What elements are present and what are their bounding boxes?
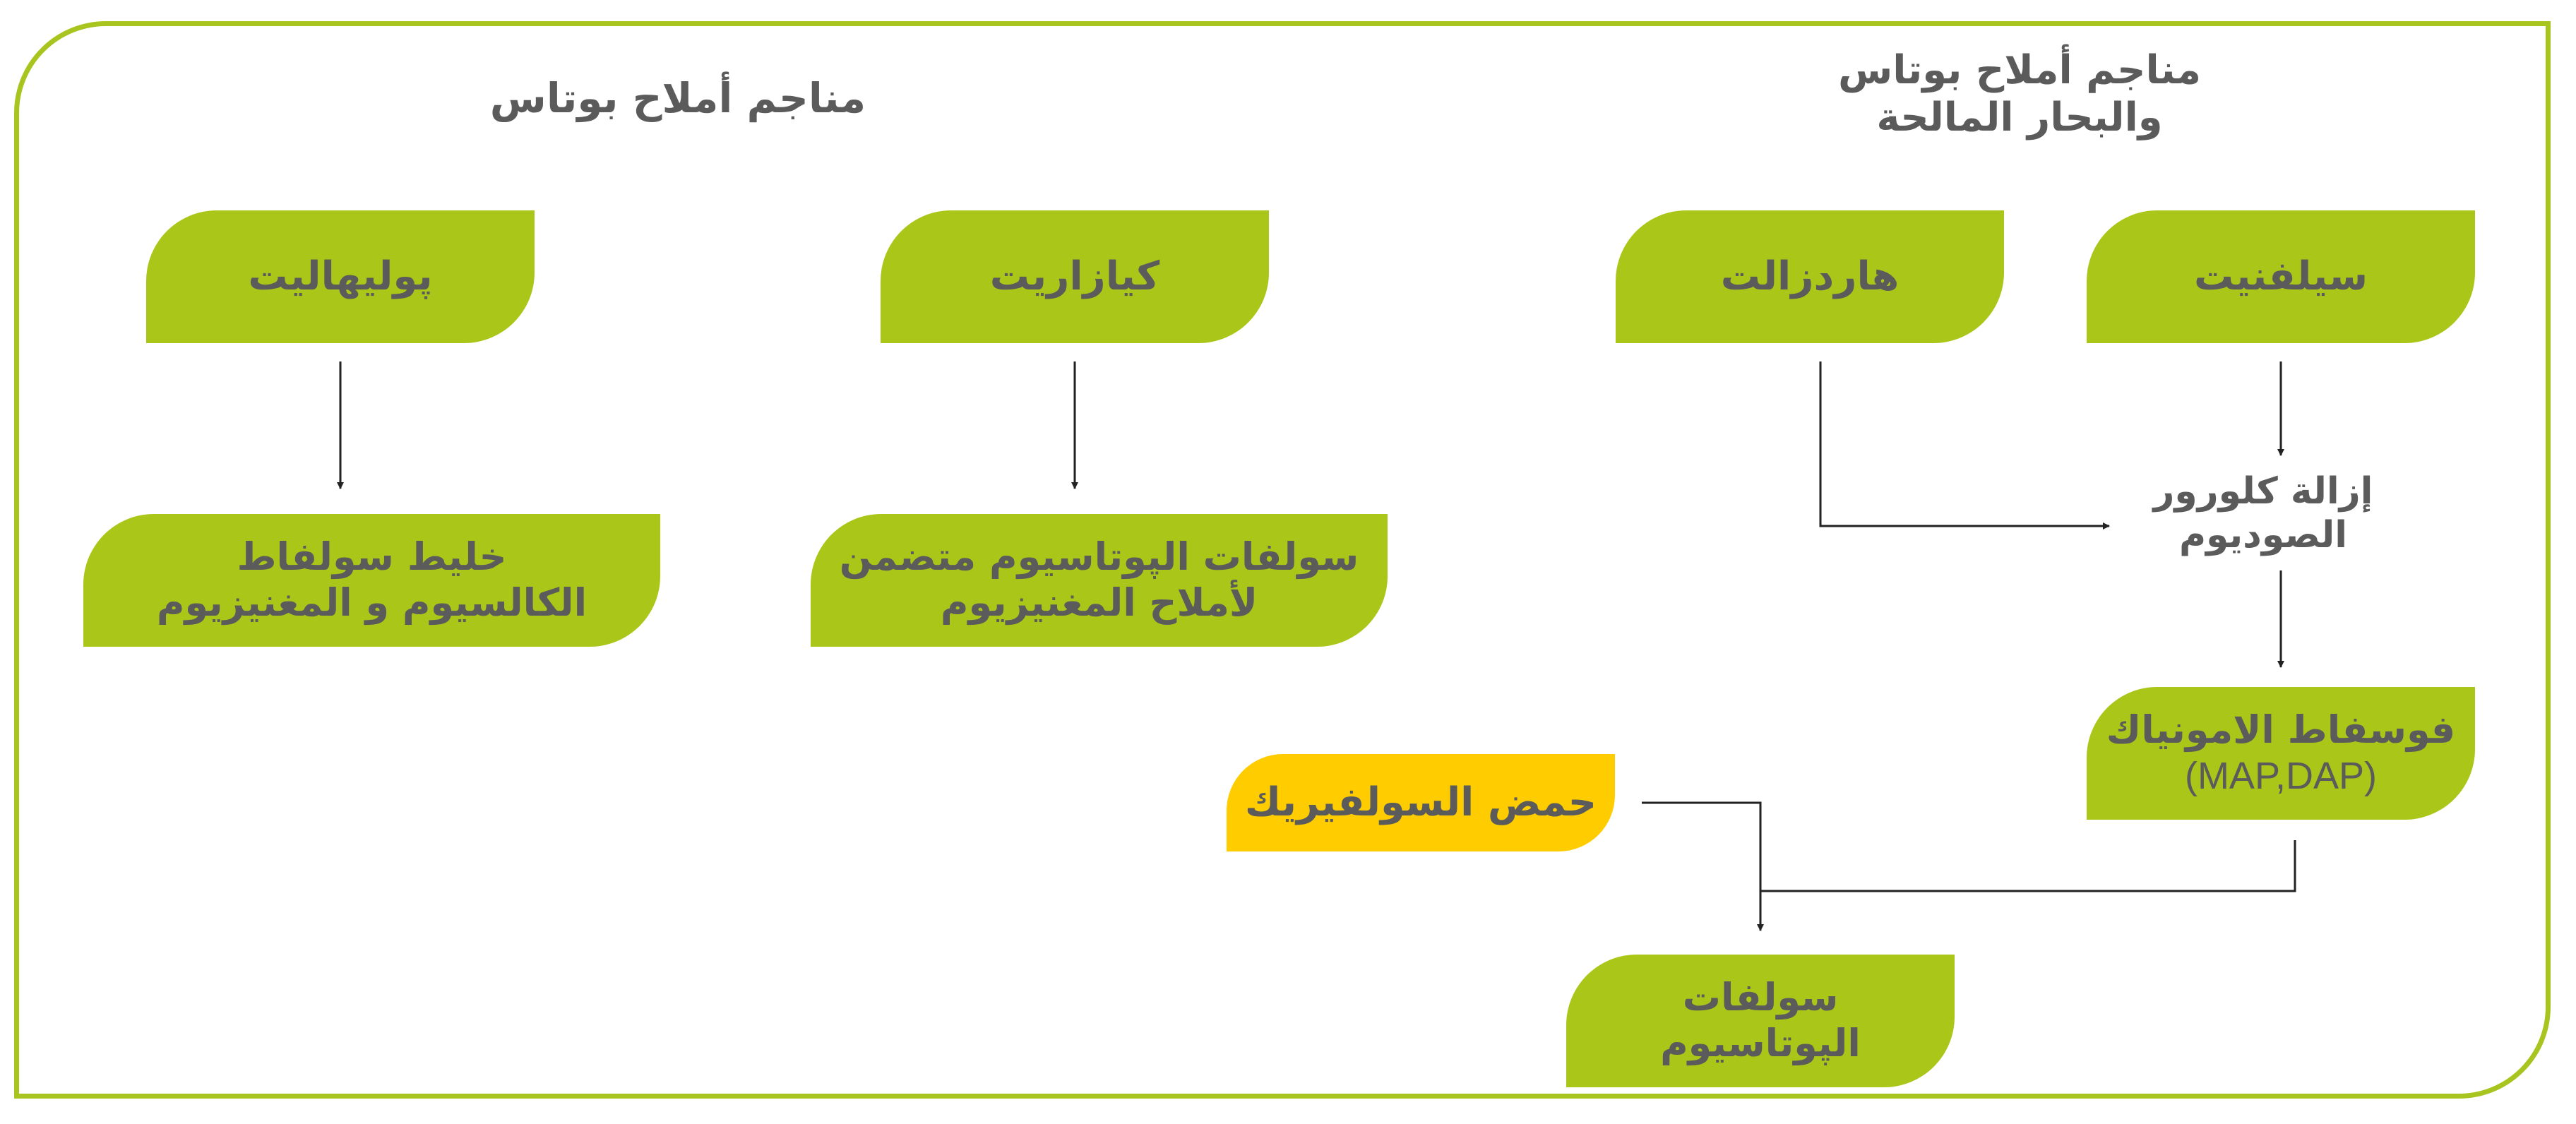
node-ammonium-phosphate-line-1: فوسفاط الامونياك xyxy=(2106,707,2456,753)
node-hardsalt-label: هاردزالت xyxy=(1720,253,1900,300)
node-polyhalite: پوليهاليت xyxy=(146,210,535,343)
diagram-frame xyxy=(14,21,2551,1099)
node-polyhalite-product-line-2: الكالسيوم و المغنيزيوم xyxy=(156,580,588,625)
node-sulfuric-acid-label: حمض السولفيريك xyxy=(1244,779,1597,826)
node-sylvinite-label: سيلفنيت xyxy=(2193,253,2368,300)
heading-right-line-2: والبحار المالحة xyxy=(1876,95,2163,141)
node-remove-nacl: إزالة كلورور الصوديوم xyxy=(2111,470,2415,558)
node-polyhalite-product: خليط سولفاط الكالسيوم و المغنيزيوم xyxy=(83,514,660,647)
node-remove-nacl-line-2: الصوديوم xyxy=(2178,514,2348,557)
heading-left-text: مناجم أملاح بوتاس xyxy=(489,74,866,122)
node-kieserite-product-line-1: سولفات الپوتاسيوم متضمن xyxy=(839,534,1359,580)
node-sulfuric-acid: حمض السولفيريك xyxy=(1227,754,1615,851)
heading-left: مناجم أملاح بوتاس xyxy=(459,74,897,124)
heading-right: مناجم أملاح بوتاس والبحار المالحة xyxy=(1808,47,2231,141)
node-kieserite-label: كيازاريت xyxy=(989,253,1160,300)
node-ammonium-phosphate-line-2: (MAP,DAP) xyxy=(2184,755,2378,797)
node-ammonium-phosphate: فوسفاط الامونياك (MAP,DAP) xyxy=(2087,687,2475,820)
node-potassium-sulfate-line-1: سولفات xyxy=(1682,975,1839,1020)
node-potassium-sulfate: سولفات الپوتاسيوم xyxy=(1566,955,1955,1087)
node-sylvinite: سيلفنيت xyxy=(2087,210,2475,343)
node-hardsalt: هاردزالت xyxy=(1616,210,2004,343)
heading-right-line-1: مناجم أملاح بوتاس xyxy=(1837,47,2202,93)
node-polyhalite-product-line-1: خليط سولفاط xyxy=(237,534,507,580)
node-remove-nacl-line-1: إزالة كلورور xyxy=(2153,470,2373,513)
node-kieserite: كيازاريت xyxy=(881,210,1269,343)
node-kieserite-product: سولفات الپوتاسيوم متضمن لأملاح المغنيزيو… xyxy=(811,514,1388,647)
node-polyhalite-label: پوليهاليت xyxy=(248,253,433,300)
node-potassium-sulfate-line-2: الپوتاسيوم xyxy=(1660,1021,1861,1065)
node-kieserite-product-line-2: لأملاح المغنيزيوم xyxy=(940,580,1258,625)
